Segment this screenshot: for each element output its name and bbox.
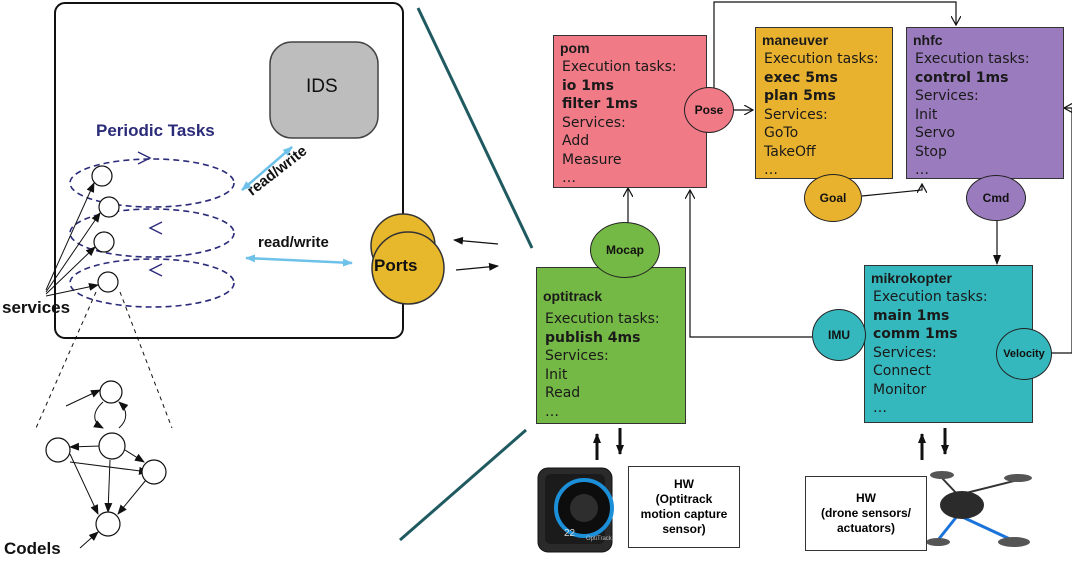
- hw-optitrack-box: HW (Optitrack motion capture sensor): [628, 466, 740, 548]
- services-label: services: [2, 298, 71, 317]
- component-line: Services:: [545, 348, 609, 364]
- component-line: control 1ms: [915, 69, 1009, 86]
- component-title: mikrokopter: [871, 270, 952, 286]
- services-arrows: [45, 182, 101, 297]
- read-write-arrow-ports: [245, 254, 353, 267]
- component-line: publish 4ms: [545, 329, 641, 346]
- component-line: …: [915, 162, 929, 178]
- port-mocap: Mocap: [590, 222, 660, 278]
- ports-shape: [370, 213, 445, 305]
- component-line: Services:: [562, 114, 626, 131]
- component-line: filter 1ms: [562, 96, 638, 112]
- component-line: …: [545, 403, 559, 420]
- component-line: Stop: [915, 143, 947, 160]
- component-line: Measure: [562, 151, 622, 168]
- zoom-line-top: [416, 7, 534, 249]
- component-line: Add: [562, 133, 590, 149]
- codels-edges: [65, 389, 149, 549]
- component-line: Services:: [764, 106, 828, 123]
- component-line: exec 5ms: [764, 69, 838, 86]
- component-line: TakeOff: [764, 143, 816, 160]
- port-arrow-in: [453, 236, 499, 245]
- component-pom: pom Execution tasks: io 1ms filter 1ms S…: [553, 35, 707, 188]
- component-line: …: [764, 162, 778, 178]
- port-velocity: Velocity: [996, 328, 1052, 380]
- port-cmd: Cmd: [966, 175, 1026, 221]
- read-write-arrow-ids: [241, 146, 293, 191]
- component-line: Read: [545, 385, 581, 401]
- component-line: Execution tasks:: [873, 289, 988, 305]
- component-line: io 1ms: [562, 77, 614, 94]
- component-line: comm 1ms: [873, 326, 958, 342]
- component-line: Connect: [873, 363, 931, 379]
- service-nodes: [91, 165, 120, 293]
- component-line: main 1ms: [873, 307, 950, 324]
- component-optitrack: optitrack Execution tasks: publish 4ms S…: [536, 267, 686, 424]
- component-line: …: [562, 170, 576, 186]
- port-goal: Goal: [804, 174, 862, 222]
- periodic-tasks-label: Periodic Tasks: [96, 121, 215, 140]
- component-line: Services:: [873, 344, 937, 361]
- component-title: pom: [560, 40, 590, 56]
- component-maneuver: maneuver Execution tasks: exec 5ms plan …: [755, 27, 893, 179]
- component-line: plan 5ms: [764, 88, 836, 104]
- port-imu: IMU: [812, 309, 866, 361]
- component-line: Init: [545, 366, 568, 383]
- component-title: maneuver: [762, 32, 829, 48]
- hw-drone-box: HW (drone sensors/ actuators): [805, 476, 927, 551]
- hw-arrows: [593, 428, 949, 460]
- connection-lines: [628, 1, 1072, 354]
- read-write-label-ports: read/write: [258, 234, 329, 251]
- component-title: optitrack: [543, 288, 603, 304]
- component-title: nhfc: [913, 32, 943, 48]
- codels-projection: [35, 291, 173, 429]
- component-line: Execution tasks:: [562, 59, 677, 75]
- component-line: Execution tasks:: [545, 311, 660, 327]
- port-pose: Pose: [684, 87, 734, 133]
- ids-shape: [269, 41, 379, 139]
- ids-label: IDS: [306, 76, 338, 97]
- codels-label: Codels: [4, 539, 61, 558]
- zoom-line-bottom: [399, 428, 527, 542]
- component-line: Servo: [915, 125, 956, 141]
- port-arrow-out: [455, 262, 499, 271]
- component-line: Monitor: [873, 381, 927, 398]
- component-line: Execution tasks:: [915, 51, 1030, 67]
- camera-icon: [537, 467, 614, 553]
- periodic-loops: [69, 158, 235, 308]
- periodic-arrowheads: [137, 151, 163, 277]
- camera-display: 22: [564, 528, 576, 539]
- component-nhfc: nhfc Execution tasks: control 1ms Servic…: [906, 27, 1064, 179]
- component-line: GoTo: [764, 125, 799, 141]
- component-line: …: [873, 400, 887, 416]
- component-line: Execution tasks:: [764, 51, 879, 67]
- component-line: Services:: [915, 88, 979, 104]
- drone-icon: [926, 471, 1032, 547]
- camera-brand: OptiTrack: [586, 536, 612, 542]
- component-line: Init: [915, 106, 938, 123]
- codel-nodes: [45, 380, 167, 537]
- ports-label: Ports: [374, 256, 418, 275]
